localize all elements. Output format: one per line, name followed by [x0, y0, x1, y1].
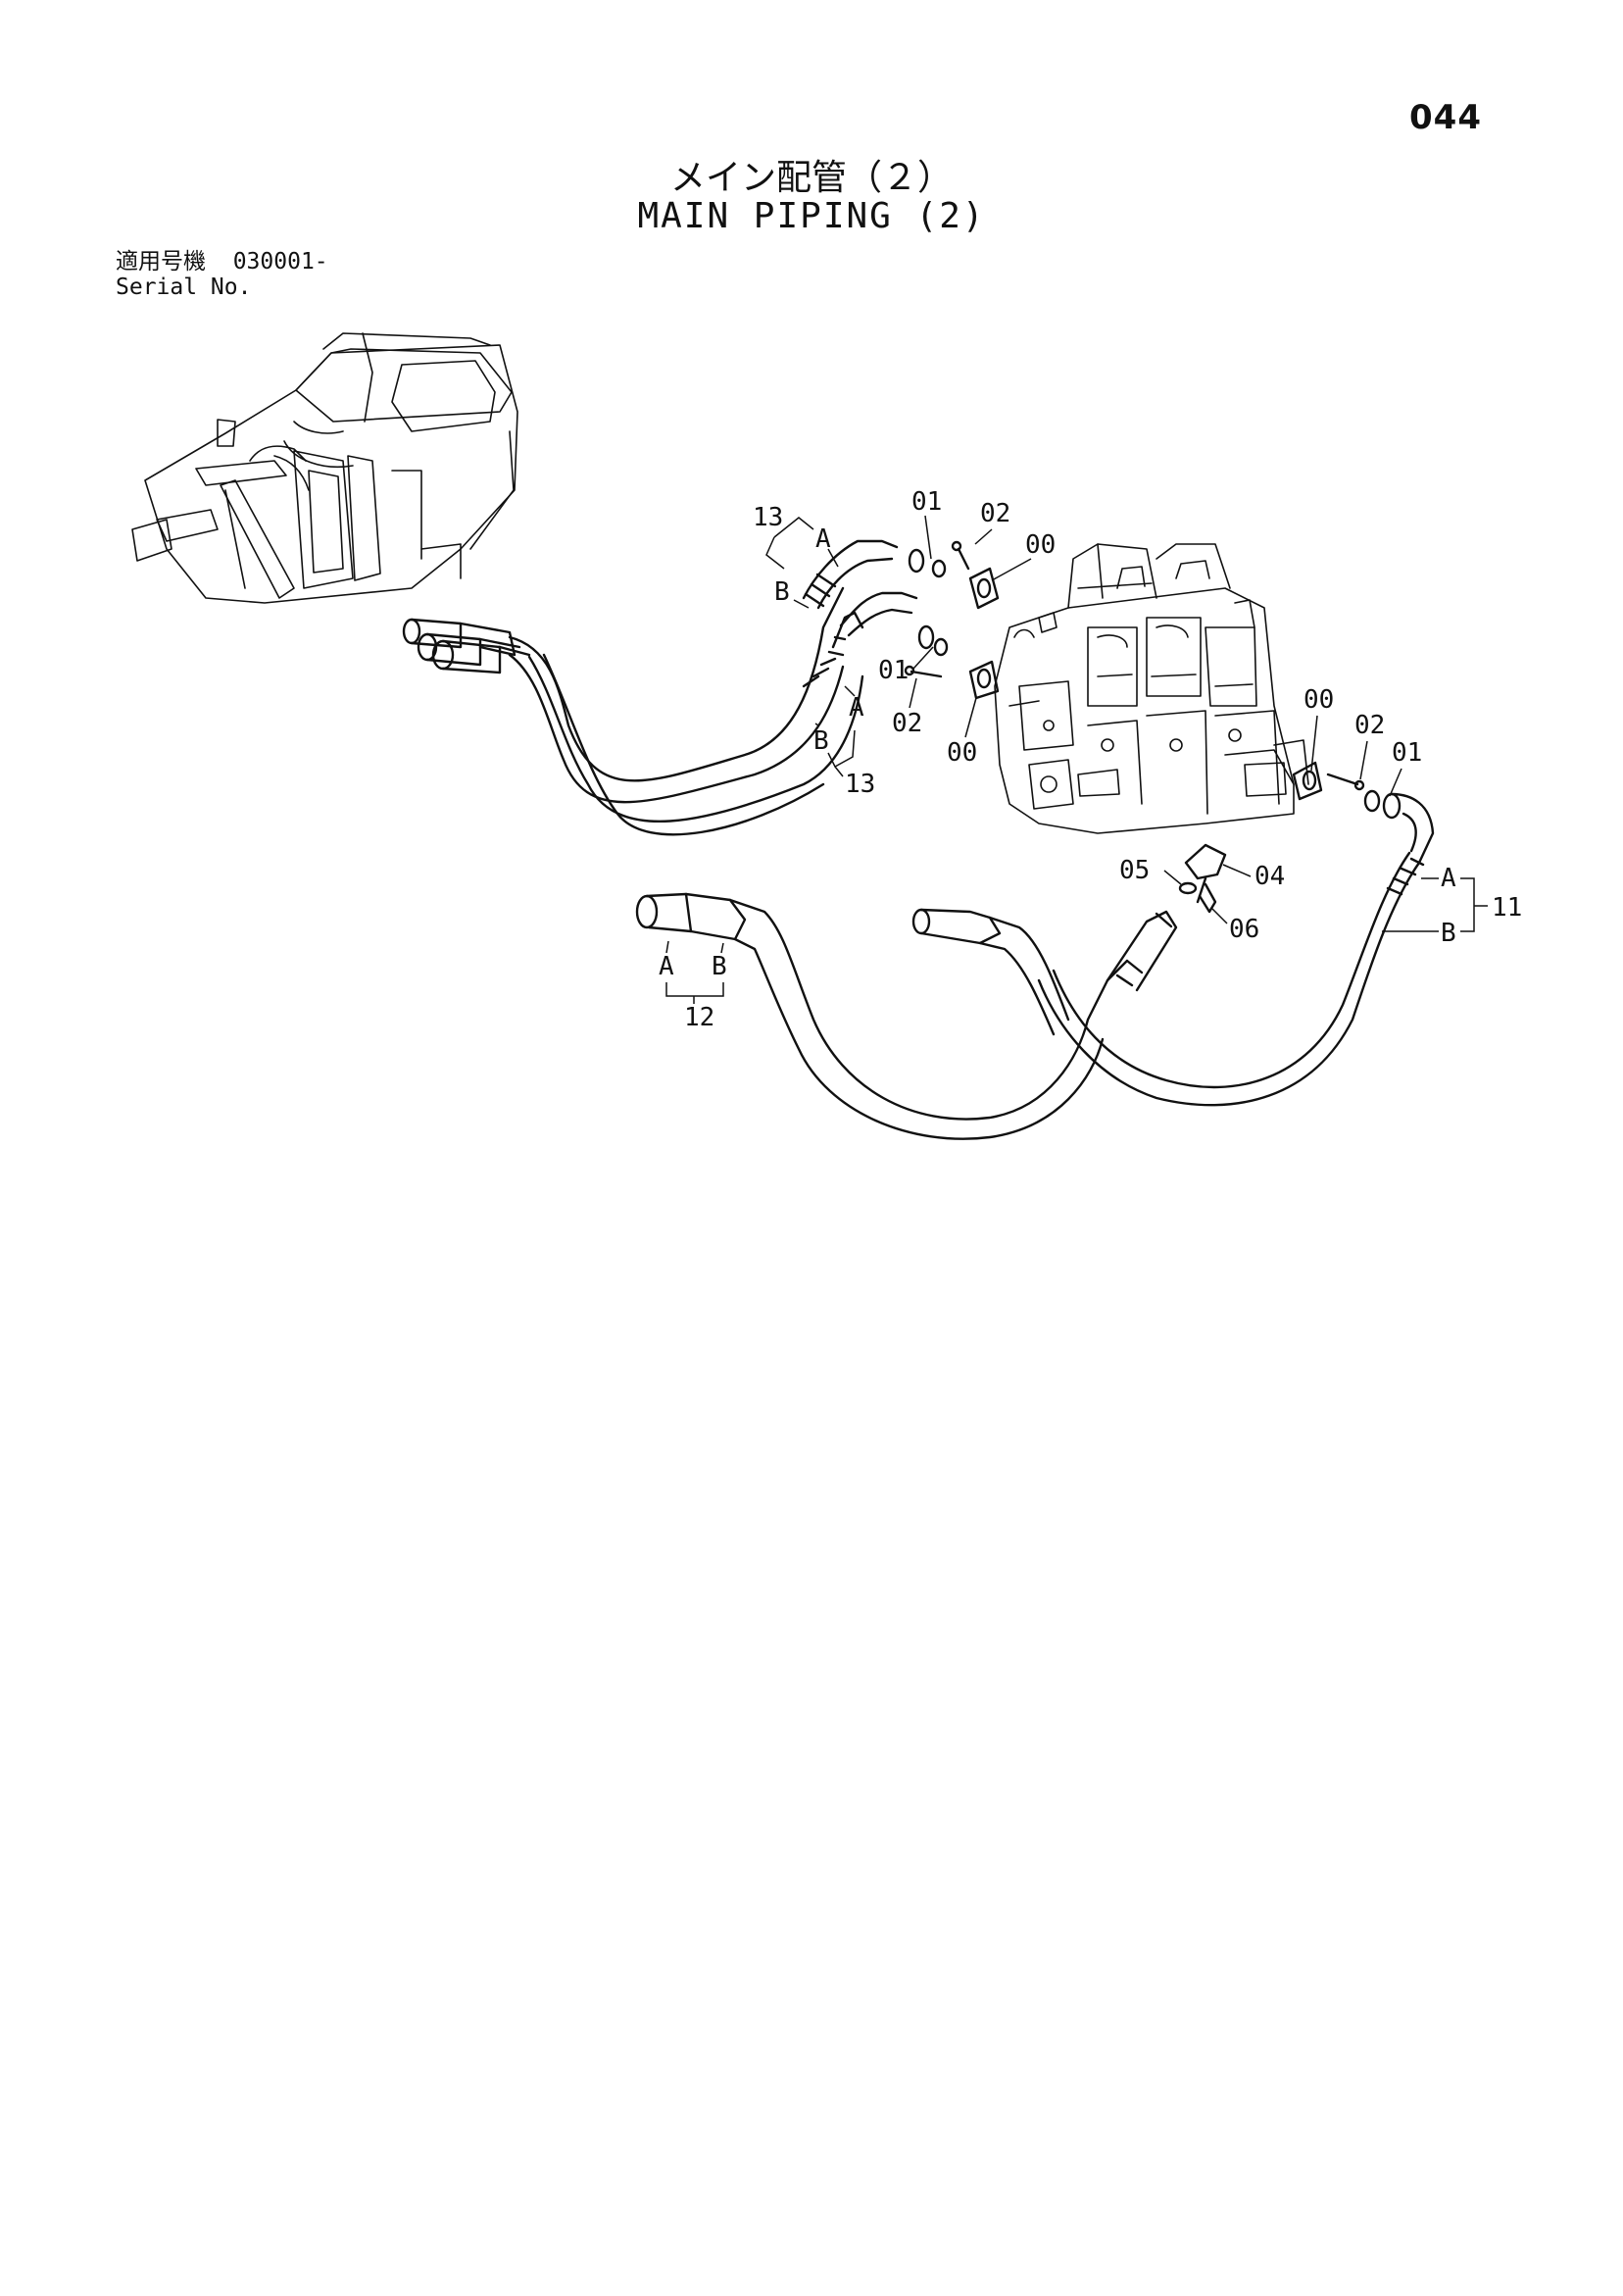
page-number: 044	[1409, 98, 1482, 137]
page-title-japanese: メイン配管（２）	[669, 158, 953, 198]
callout-middle-fittings: 01 02 00	[878, 646, 977, 768]
label-00-top: 00	[1025, 530, 1056, 560]
page-title-english: MAIN PIPING (2)	[637, 196, 986, 236]
serial-line-1: 適用号機 030001-	[116, 249, 328, 275]
label-13-top-a: A	[815, 524, 831, 554]
label-02-right: 02	[1354, 711, 1385, 740]
label-02-top: 02	[980, 499, 1010, 528]
callout-right-fittings: 00 02 01	[1303, 685, 1422, 797]
callout-top-fittings: 01 02 00	[911, 487, 1056, 581]
label-11-a: A	[1441, 864, 1456, 893]
label-00-right: 00	[1303, 685, 1334, 715]
serial-label-japanese: 適用号機	[116, 249, 206, 275]
label-01-right: 01	[1392, 738, 1422, 768]
label-13-top-b: B	[774, 577, 790, 607]
callout-hose-13-bottom: A B 13	[813, 685, 875, 799]
control-valve-assembly	[994, 543, 1309, 834]
hose-12-assembly	[635, 892, 1178, 1140]
serial-applicability: 適用号機 030001- Serial No.	[116, 249, 328, 300]
hose-end-fittings-upper-left	[402, 618, 531, 674]
hose-11-assembly	[1037, 792, 1435, 1107]
label-01-mid: 01	[878, 656, 909, 685]
label-12: 12	[684, 1003, 714, 1032]
port-fittings	[904, 540, 1402, 914]
label-13-bottom-b: B	[813, 726, 829, 756]
callout-hose-12: A B 12	[659, 940, 727, 1032]
label-13-bottom: 13	[845, 770, 875, 799]
callout-hose-13-top: 13 A B	[753, 503, 839, 609]
callout-lower-elbow: 04 05 06	[1119, 856, 1285, 944]
label-11: 11	[1492, 893, 1522, 923]
label-06: 06	[1229, 915, 1259, 944]
machine-overview-illustration	[131, 332, 518, 604]
label-02-mid: 02	[892, 709, 922, 738]
callout-hose-11: A B 11	[1382, 864, 1522, 948]
label-00-mid: 00	[947, 738, 977, 768]
label-13-bottom-a: A	[849, 693, 864, 723]
label-12-a: A	[659, 952, 674, 981]
label-12-b: B	[712, 952, 727, 981]
label-05: 05	[1119, 856, 1150, 885]
serial-number: 030001-	[232, 249, 328, 275]
label-04: 04	[1254, 862, 1285, 891]
label-11-b: B	[1441, 919, 1456, 948]
label-01-top: 01	[911, 487, 942, 517]
serial-label-english: Serial No.	[116, 275, 252, 300]
label-13-top: 13	[753, 503, 783, 532]
hose-13-assemblies	[508, 539, 918, 836]
